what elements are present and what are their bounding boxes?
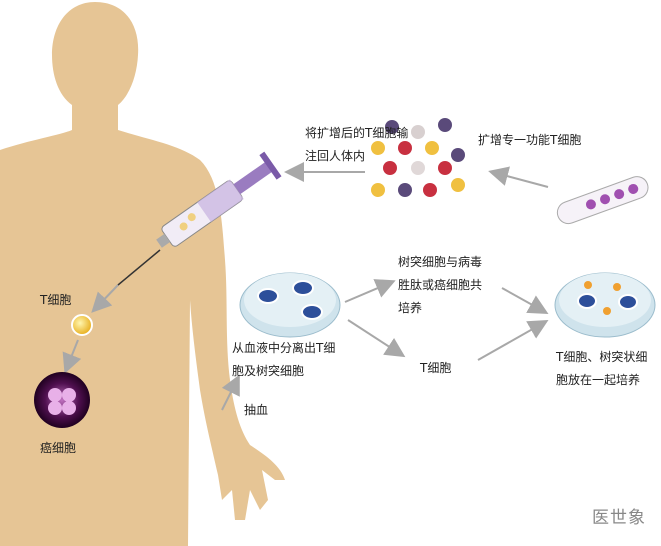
label-culture-together-line2: 胞放在一起培养	[556, 373, 641, 387]
arrow-to-expansion	[488, 166, 549, 188]
label-culture-together-line1: T细胞、树突状细	[556, 350, 648, 364]
label-cancer-cell: 癌细胞	[40, 441, 77, 455]
arrow-needle-to-tcell	[91, 284, 119, 313]
expanded-t-cells	[371, 118, 465, 197]
label-coculture-line2: 胜肽或癌细胞共	[398, 278, 483, 292]
petri-dish-isolation	[239, 272, 341, 338]
label-reinfuse-line1: 将扩增后的T细胞输	[305, 126, 409, 140]
label-reinfuse: 将扩增后的T细胞输 注回人体内	[305, 122, 408, 168]
syringe-icon	[117, 151, 282, 286]
label-expand: 扩增专一功能T细胞	[478, 133, 582, 147]
label-isolate-line2: 胞及树突细胞	[232, 364, 305, 378]
human-silhouette	[0, 2, 285, 546]
label-t-cell-mid: T细胞	[420, 361, 452, 375]
label-coculture-line3: 培养	[398, 301, 423, 315]
label-draw-blood: 抽血	[244, 403, 269, 417]
arrow-draw-blood	[221, 374, 240, 411]
label-coculture-line1: 树突细胞与病毒	[398, 255, 483, 269]
t-cell-icon	[71, 314, 93, 336]
arrow-tcell-to-dish	[477, 320, 549, 361]
petri-dish-coculture	[554, 272, 656, 338]
test-tube-icon	[556, 176, 649, 225]
arrow-coculture-to-dish	[501, 287, 549, 314]
watermark: 医世象	[592, 508, 646, 528]
arrow-to-coculture	[344, 279, 396, 303]
label-isolate-line1: 从血液中分离出T细	[232, 341, 336, 355]
label-reinfuse-line2: 注回人体内	[305, 149, 366, 163]
label-coculture: 树突细胞与病毒 胜肽或癌细胞共 培养	[398, 251, 482, 320]
arrow-to-tcell	[347, 319, 406, 358]
arrow-tcell-to-cancer	[62, 339, 82, 374]
label-isolate: 从血液中分离出T细 胞及树突细胞	[232, 337, 335, 383]
label-culture-together: T细胞、树突状细 胞放在一起培养	[556, 346, 647, 392]
label-t-cell-body: T细胞	[40, 293, 72, 307]
cancer-cell-icon	[34, 372, 90, 428]
